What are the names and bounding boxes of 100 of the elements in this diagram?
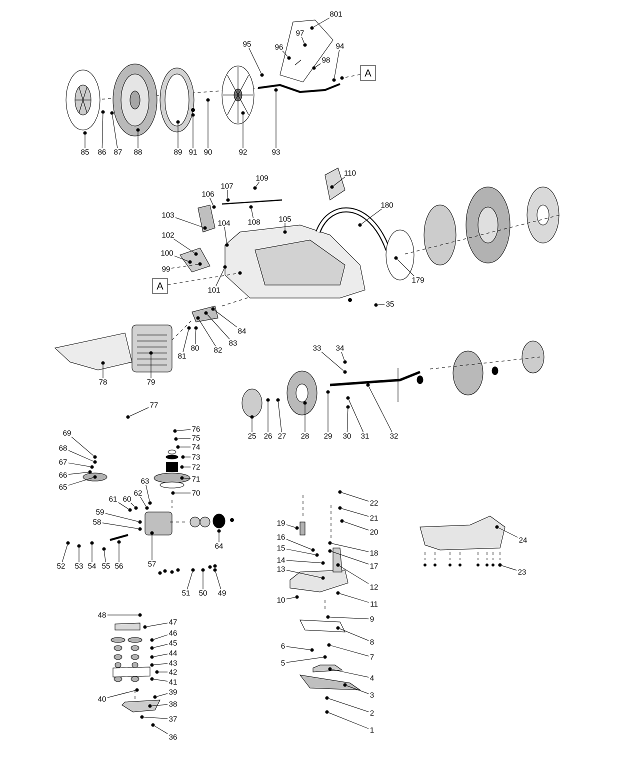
leader-line: [175, 217, 204, 228]
leader-line: [342, 492, 369, 502]
leader-line: [104, 550, 106, 562]
leader-line: [218, 532, 220, 542]
leader-line: [340, 566, 369, 584]
leader-line: [84, 134, 86, 148]
leader-line: [71, 436, 94, 456]
leader-line: [344, 74, 360, 78]
leader-line: [286, 570, 322, 578]
leader-line: [140, 496, 146, 506]
leader-line: [214, 310, 238, 328]
leader-line: [194, 330, 196, 344]
leader-line: [154, 654, 168, 657]
leader-line: [216, 268, 224, 286]
leader-line: [286, 657, 324, 663]
leader-line: [286, 538, 312, 550]
leader-line: [174, 492, 191, 494]
leader-line: [154, 663, 168, 666]
leader-line: [150, 354, 152, 378]
leader-line: [118, 502, 129, 510]
leader-line: [102, 114, 104, 148]
leader-line: [186, 572, 193, 590]
reference-box: A: [360, 65, 376, 81]
leader-line: [334, 50, 340, 78]
leader-line: [168, 273, 238, 285]
leader-line: [192, 116, 194, 148]
leader-line: [184, 456, 191, 458]
leader-line: [130, 502, 135, 507]
leader-line: [333, 176, 346, 186]
leader-line: [102, 364, 104, 378]
leader-line: [256, 182, 260, 187]
leader-line: [286, 548, 316, 555]
leader-line: [68, 462, 90, 467]
leader-line: [314, 18, 330, 28]
leader-line: [154, 644, 168, 648]
leader-line: [332, 551, 369, 564]
leader-line: [340, 593, 370, 603]
leader-line: [284, 222, 286, 230]
leader-line: [184, 478, 191, 479]
leader-line: [107, 614, 138, 616]
leader-line: [342, 508, 369, 517]
leader-line: [215, 572, 222, 590]
leader-line: [251, 208, 254, 218]
leader-line: [171, 264, 198, 268]
leader-line: [156, 693, 168, 697]
leader-line: [62, 544, 68, 562]
leader-line: [344, 521, 369, 530]
leader-line: [182, 330, 189, 352]
leader-line: [286, 560, 322, 564]
leader-line: [348, 400, 364, 432]
leader-line: [328, 698, 369, 712]
leader-line: [346, 408, 348, 432]
leader-line: [144, 716, 168, 719]
leader-line: [112, 114, 118, 148]
leader-line: [502, 565, 517, 571]
leader-line: [282, 50, 288, 57]
leader-line: [202, 572, 204, 590]
leader-line: [176, 429, 191, 432]
leader-line: [286, 597, 296, 600]
leader-line: [328, 712, 369, 729]
leader-line: [346, 685, 369, 694]
leader-line: [301, 36, 304, 44]
leader-line: [304, 404, 306, 432]
leader-line: [178, 438, 191, 440]
leader-line: [174, 238, 195, 254]
leader-line: [227, 190, 228, 198]
leader-line: [207, 314, 230, 340]
leader-line: [332, 543, 369, 552]
leader-line: [224, 226, 227, 244]
leader-line: [154, 726, 168, 734]
leader-line: [242, 114, 244, 148]
leader-line: [105, 513, 138, 522]
leader-line: [332, 669, 369, 678]
leader-line: [146, 622, 168, 627]
leader-line: [378, 304, 385, 306]
leader-line: [107, 690, 136, 698]
leader-line: [210, 198, 214, 206]
leader-line: [286, 524, 296, 528]
leader-line: [68, 472, 88, 475]
leader-line: [146, 484, 150, 502]
leader-line: [68, 450, 94, 462]
leader-line: [184, 466, 191, 468]
leader-line: [130, 407, 149, 416]
leader-line: [321, 352, 344, 371]
leader-line: [278, 402, 282, 432]
leader-line: [498, 528, 518, 538]
leader-line: [174, 256, 188, 262]
leader-line: [180, 446, 191, 448]
leader-line: [102, 522, 138, 529]
leader-line: [340, 628, 369, 641]
leader-line: [368, 386, 392, 432]
leader-line: [330, 645, 369, 656]
leader-line: [154, 679, 168, 682]
leader-line: [118, 544, 120, 562]
leader-line: [315, 63, 321, 68]
leader-line: [152, 704, 168, 706]
leader-line: [198, 320, 216, 346]
leader-line: [330, 616, 369, 620]
leader-line: [361, 208, 382, 224]
leader-line: [397, 259, 414, 276]
